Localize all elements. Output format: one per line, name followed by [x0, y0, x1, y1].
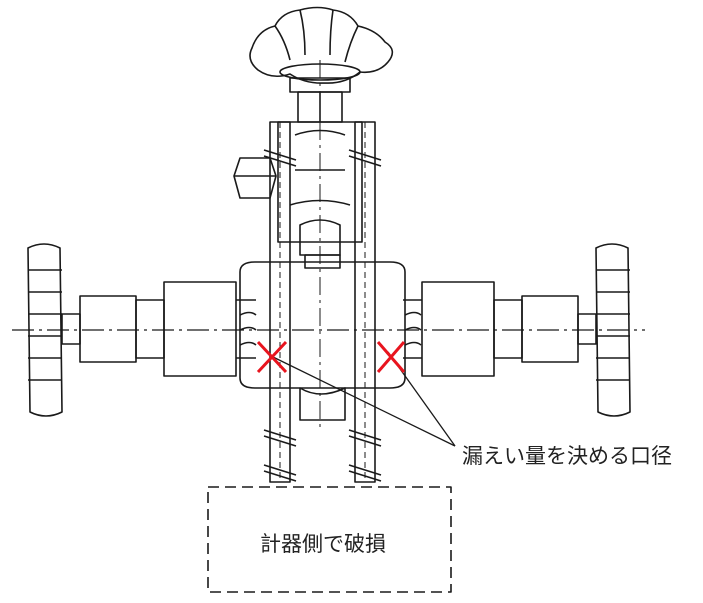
orifice-label: 漏えい量を決める口径: [462, 444, 672, 468]
hex-nut-icon: [233, 157, 277, 199]
leak-marker-x-icon: [256, 340, 406, 374]
damage-label: 計器側で破損: [260, 532, 386, 556]
top-handwheel-icon: [249, 6, 394, 123]
leader-lines: [270, 351, 456, 447]
vertical-tubes: [263, 121, 382, 483]
right-handwheel-icon: [595, 243, 631, 417]
left-handwheel-icon: [27, 243, 63, 417]
right-valve-arm: [403, 281, 597, 377]
left-valve-arm: [61, 281, 257, 377]
valve-body: [239, 261, 406, 389]
damage-box: [207, 486, 452, 593]
